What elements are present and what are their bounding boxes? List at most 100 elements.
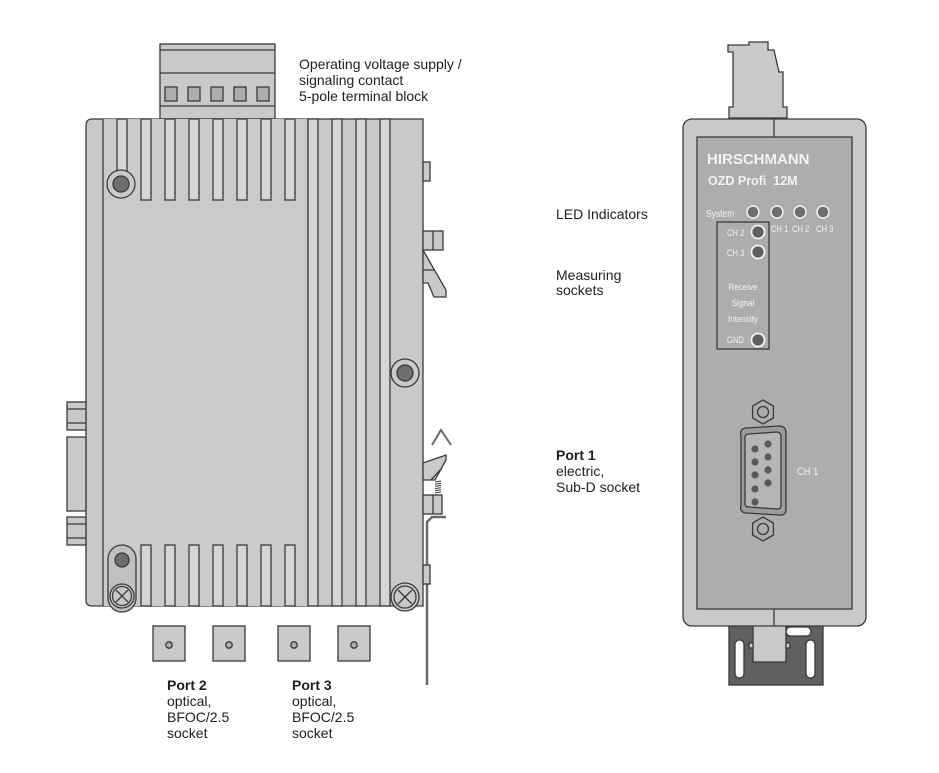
measuring-socket (750, 332, 766, 348)
measure-ch2-label: CH 2 (727, 227, 744, 238)
cooling-slot (188, 544, 200, 607)
callout-line: optical, (167, 693, 212, 709)
subd-pin (751, 458, 759, 466)
din-mount-bracket (728, 624, 824, 686)
callout-port3: Port 3 optical, BFOC/2.5 socket (292, 677, 354, 741)
callout-line: Operating voltage supply / (299, 56, 462, 72)
led-system-label: System (706, 208, 735, 219)
callout-line: signaling contact (299, 72, 404, 88)
cooling-slot (236, 544, 248, 607)
measuring-socket (750, 244, 766, 260)
model-label: OZD Profi 12M (708, 174, 798, 188)
spring-coil (434, 482, 442, 485)
callout-line: optical, (292, 693, 337, 709)
din-rail-clip (422, 161, 452, 685)
cooling-fin (307, 118, 319, 607)
led-indicator (770, 205, 784, 219)
callout-measuring-sockets: Measuring sockets (556, 268, 621, 298)
measure-caption-1: Receive (728, 281, 757, 292)
measuring-socket (750, 224, 766, 240)
callout-line: Measuring (556, 267, 622, 283)
callout-line: socket (167, 725, 208, 741)
optical-port-hole (350, 641, 358, 649)
hex-bolt (751, 516, 775, 542)
callout-port1: Port 1 electric, Sub-D socket (556, 447, 640, 495)
optical-port (337, 625, 371, 662)
subd-pin (764, 453, 772, 461)
led-indicator (816, 205, 830, 219)
terminal-pole (187, 86, 201, 102)
cooling-slot (188, 118, 200, 201)
front-view (682, 41, 867, 686)
terminal-pole (256, 86, 270, 102)
hex-bolt-hole (756, 522, 770, 536)
cooling-fin (379, 118, 391, 607)
hex-bolt-hole (756, 405, 770, 419)
callout-line: LED Indicators (556, 206, 648, 222)
measuring-socket-box (716, 221, 770, 350)
cooling-slot (164, 544, 176, 607)
cooling-slot (212, 118, 224, 201)
callout-line: 5-pole terminal block (299, 88, 429, 104)
subd-ch1-label: CH 1 (797, 466, 819, 478)
subd-side-profile (66, 401, 87, 546)
cooling-slot (164, 118, 176, 201)
terminal-block (159, 43, 276, 120)
cross-screw-bottom-left (109, 583, 135, 609)
spring-coil (434, 480, 442, 483)
callout-line: socket (292, 725, 333, 741)
brand-label: HIRSCHMANN (707, 151, 810, 168)
cross-screw-bottom-right (390, 582, 420, 612)
callout-line: BFOC/2.5 (292, 709, 355, 725)
callout-line: Sub-D socket (556, 479, 641, 495)
cooling-slot (260, 118, 272, 201)
led-ch2-label: CH 2 (792, 223, 809, 234)
measure-caption-2: Signal (732, 297, 754, 308)
subd-pin (751, 445, 759, 453)
top-connector-profile (727, 41, 788, 119)
gnd-label: GND (727, 334, 744, 345)
spring-coil (434, 489, 442, 492)
optical-port-hole (290, 641, 298, 649)
terminal-pole (210, 86, 224, 102)
cooling-slot (140, 118, 152, 201)
led-indicator (793, 205, 807, 219)
port1-title: Port 1 (556, 447, 596, 463)
terminal-pole (164, 86, 178, 102)
cooling-slot (236, 118, 248, 201)
subd-pin (751, 471, 759, 479)
spring-coil (434, 491, 442, 494)
subd-pin (751, 485, 759, 493)
measure-caption-3: Intensity (728, 313, 759, 324)
subd-pin (764, 466, 772, 474)
led-indicator (746, 205, 760, 219)
callout-port2: Port 2 optical, BFOC/2.5 socket (167, 677, 229, 741)
subd-connector (739, 399, 787, 542)
led-ch1-label: CH 1 (771, 223, 788, 234)
cooling-slot (260, 544, 272, 607)
subd-pin (764, 440, 772, 448)
callout-line: BFOC/2.5 (167, 709, 230, 725)
cooling-slot (284, 544, 296, 607)
led-ch3-label: CH 3 (816, 223, 833, 234)
side-view (66, 43, 452, 685)
measure-ch3-label: CH 3 (727, 247, 744, 258)
cooling-fin (331, 118, 343, 607)
callout-line: electric, (556, 463, 605, 479)
cooling-slot (284, 118, 296, 201)
callout-led-indicators: LED Indicators (556, 206, 648, 222)
cooling-slot (212, 544, 224, 607)
cooling-fin (355, 118, 367, 607)
port2-title: Port 2 (167, 677, 207, 693)
front-panel-text: HIRSCHMANN OZD Profi 12M System CH 1 CH … (706, 151, 833, 478)
spring-coil (434, 484, 442, 487)
spring-coil (434, 487, 442, 490)
optical-port-hole (165, 641, 173, 649)
cooling-slot (140, 544, 152, 607)
port3-title: Port 3 (292, 677, 332, 693)
callout-power-supply: Operating voltage supply / signaling con… (299, 56, 462, 104)
subd-pin (764, 479, 772, 487)
hex-bolt (751, 399, 775, 425)
callout-line: sockets (556, 282, 604, 298)
